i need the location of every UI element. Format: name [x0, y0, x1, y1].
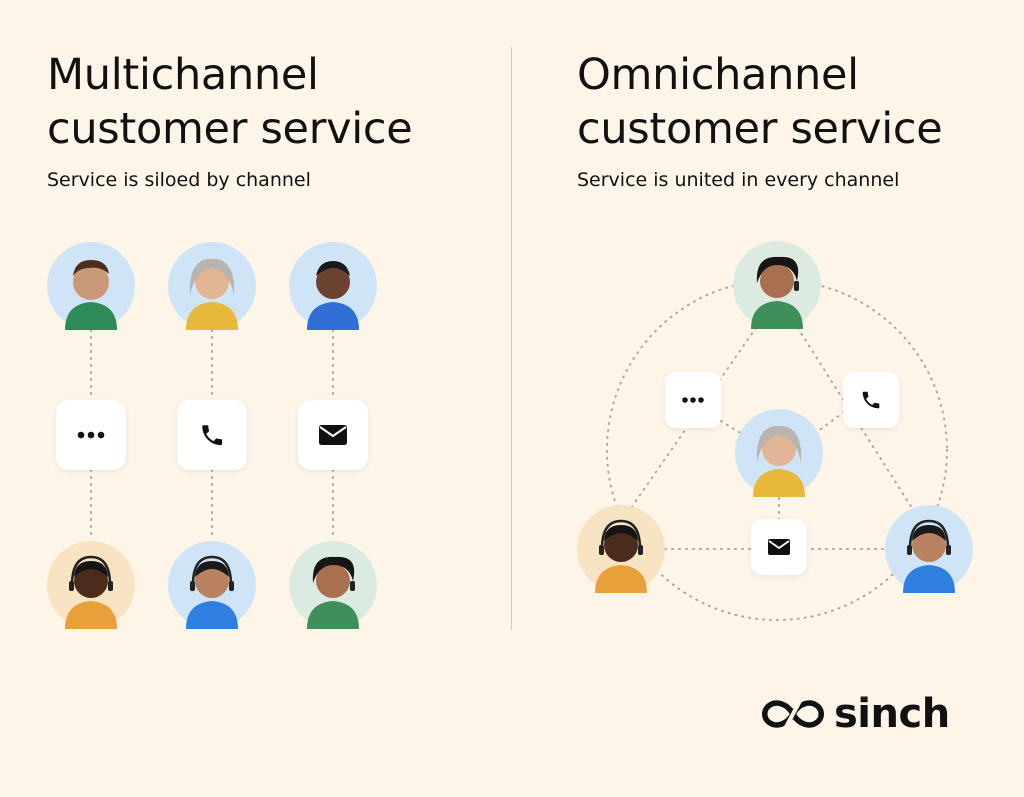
phone-icon	[202, 425, 223, 446]
agent-avatar	[168, 541, 256, 629]
email-tile	[751, 519, 807, 575]
customer-avatar	[47, 242, 135, 330]
envelope-icon	[319, 425, 347, 445]
omnichannel-subtitle: Service is united in every channel	[577, 169, 900, 191]
phone-tile	[177, 400, 247, 470]
multichannel-subtitle: Service is siloed by channel	[47, 169, 311, 191]
agent-avatar	[733, 241, 821, 329]
brand-name: sinch	[834, 691, 950, 737]
agent-avatar	[47, 541, 135, 629]
omnichannel-title: Omnichannel customer service	[577, 48, 943, 156]
customer-avatar	[168, 242, 256, 330]
multichannel-title-line2: customer service	[47, 104, 413, 154]
multichannel-diagram	[90, 329, 334, 541]
connector-line	[793, 321, 913, 509]
chat-dots-icon	[682, 397, 704, 403]
multichannel-title-line1: Multichannel	[47, 50, 319, 100]
omnichannel-title-line2: customer service	[577, 104, 943, 154]
agent-avatar	[885, 505, 973, 593]
phone-icon	[862, 391, 880, 409]
chat-dots-icon	[77, 431, 105, 439]
phone-tile	[843, 372, 899, 428]
omnichannel-title-line1: Omnichannel	[577, 50, 859, 100]
agent-avatar	[577, 505, 665, 593]
multichannel-title: Multichannel customer service	[47, 48, 413, 156]
chat-tile	[665, 372, 721, 428]
connector-line	[720, 420, 743, 435]
customer-avatar	[735, 409, 823, 497]
panel-divider	[511, 47, 512, 630]
chat-tile	[56, 400, 126, 470]
connector-line	[813, 411, 845, 435]
envelope-icon	[768, 539, 790, 555]
agent-avatar	[289, 541, 377, 629]
connector-ring	[606, 279, 948, 621]
sinch-logo: sinch	[760, 688, 950, 740]
sinch-infinity-icon	[762, 700, 824, 728]
email-tile	[298, 400, 368, 470]
customer-avatar	[289, 242, 377, 330]
